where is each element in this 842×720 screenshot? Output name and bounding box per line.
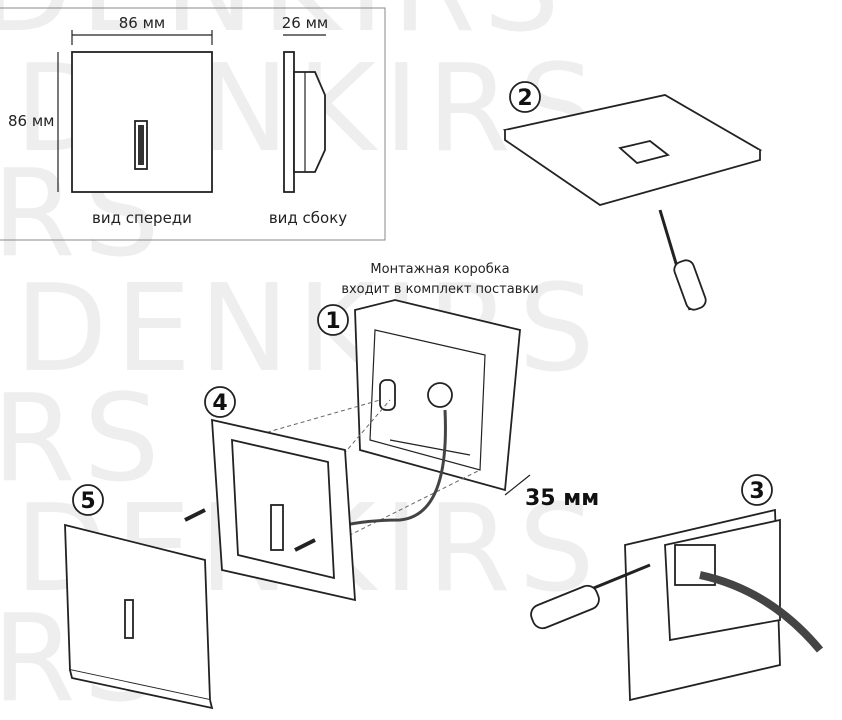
side-view: 26 мм вид сбоку	[269, 14, 347, 227]
svg-text:3: 3	[749, 479, 764, 504]
svg-text:5: 5	[80, 489, 95, 514]
step-4-device: 4	[184, 386, 356, 602]
step-2-remove-cover: 2	[502, 81, 763, 311]
front-height-label: 86 мм	[8, 112, 55, 130]
step-5-cover: 5	[64, 484, 214, 710]
dimensions-frame	[0, 7, 386, 241]
svg-text:4: 4	[212, 391, 227, 416]
front-width-label: 86 мм	[119, 14, 166, 32]
front-view: 86 мм 86 мм вид спереди	[8, 14, 213, 227]
svg-text:DENKIRS: DENKIRS	[0, 370, 168, 509]
step-1-mounting-box: 1 35 мм	[317, 299, 599, 511]
side-depth-label: 26 мм	[282, 14, 329, 32]
step-3-wiring: 3	[530, 474, 824, 702]
svg-text:DENKIRS: DENKIRS	[0, 0, 568, 59]
svg-text:1: 1	[325, 309, 340, 334]
box-note-line1: Монтажная коробка	[370, 262, 509, 277]
box-depth-label: 35 мм	[525, 486, 599, 511]
box-note-line2: входит в комплект поставки	[341, 282, 538, 297]
front-view-label: вид спереди	[92, 209, 192, 227]
side-view-label: вид сбоку	[269, 209, 347, 227]
svg-text:2: 2	[517, 86, 532, 111]
